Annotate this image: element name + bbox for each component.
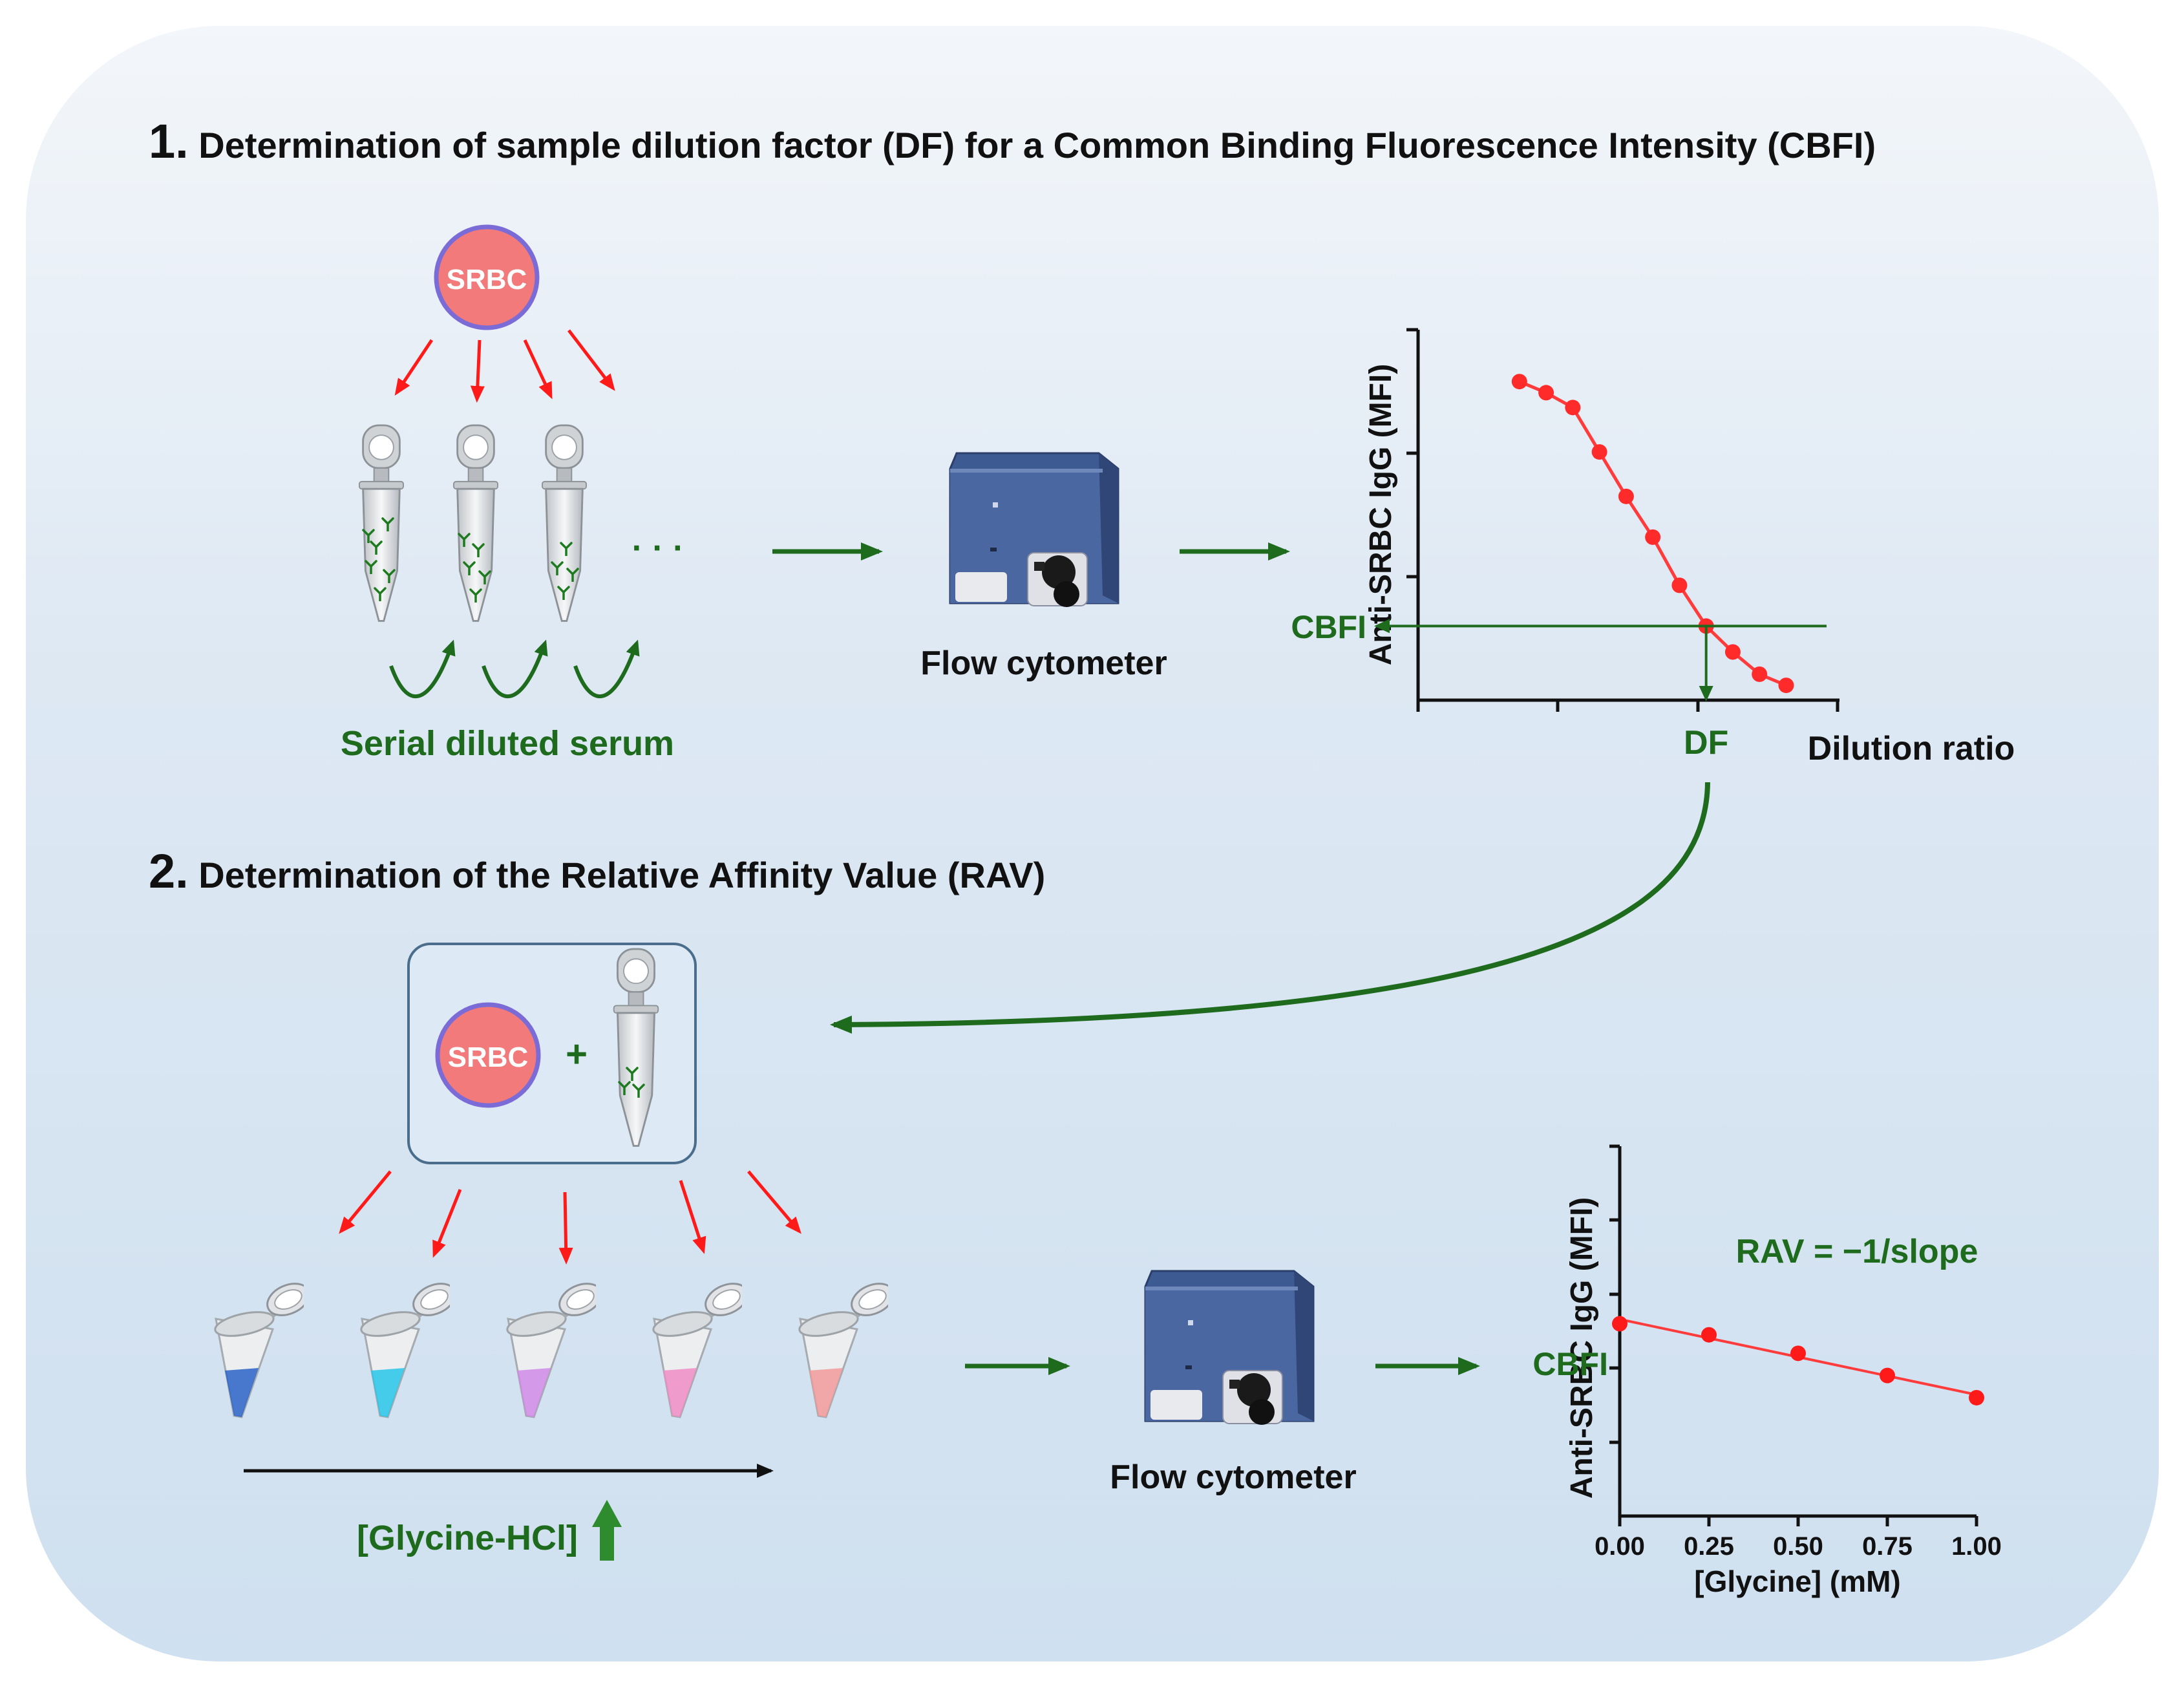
titration-chart: Anti-SRBC IgG (MFI) Dilution ratio CBFI … <box>1291 328 2015 767</box>
srbc-label-1: SRBC <box>447 264 527 295</box>
flow-cytometer-label-1: Flow cytometer <box>920 645 1167 682</box>
srbc-cell-1: SRBC <box>434 224 540 330</box>
section1-number: 1. <box>149 114 189 168</box>
chart2-point-5 <box>1969 1389 1984 1405</box>
chart1-ylabel: Anti-SRBC IgG (MFI) <box>1364 364 1398 666</box>
section2-heading: 2. Determination of the Relative Affinit… <box>149 844 1045 899</box>
red-arrows-bottom <box>339 1170 801 1265</box>
chart1-point-6 <box>1645 529 1661 545</box>
chart1-point-3 <box>1565 400 1581 416</box>
chart2-xtick-label-5: 1.00 <box>1951 1532 2002 1561</box>
ellipsis-text: · · · <box>632 529 684 567</box>
dilution-tubes <box>358 424 588 622</box>
chart2-xtick-label-3: 0.50 <box>1773 1532 1823 1561</box>
chart1-point-2 <box>1538 385 1554 401</box>
red-arrows-top <box>394 329 615 403</box>
chart2-ylabel: Anti-SRBC IgG (MFI) <box>1565 1197 1599 1499</box>
section2-number: 2. <box>149 844 189 898</box>
tube-2-icon <box>452 424 499 622</box>
chart2-xtick-label-4: 0.75 <box>1862 1532 1913 1561</box>
chart2-point-2 <box>1701 1327 1717 1343</box>
rav-formula: RAV = −1/slope <box>1736 1233 1978 1270</box>
mix-contents: SRBC + <box>435 948 659 1147</box>
plus-sign: + <box>566 1033 588 1075</box>
glycine-hcl-label: [Glycine-HCl] <box>357 1519 578 1557</box>
chart2-point-1 <box>1612 1316 1627 1332</box>
df-transfer-arrow <box>830 782 1710 1034</box>
glycine-chart: 0.00 0.25 0.50 0.75 1.00 Anti-SRBC IgG (MFI)… <box>1532 1144 2002 1598</box>
flow-cytometer-label-2: Flow cytometer <box>1110 1458 1356 1496</box>
section2-title: Determination of the Relative Affinity V… <box>198 855 1046 895</box>
chart1-point-9 <box>1724 644 1741 660</box>
chart2-xtick-label-2: 0.25 <box>1684 1532 1734 1561</box>
chart1-point-10 <box>1752 666 1768 682</box>
section1-heading: 1. Determination of sample dilution fact… <box>149 114 1876 169</box>
chart1-cbfi-label: CBFI <box>1291 609 1366 645</box>
chart1-df-label: DF <box>1684 724 1728 762</box>
chart1-xlabel: Dilution ratio <box>1808 730 2015 767</box>
chart2-xlabel: [Glycine] (mM) <box>1694 1565 1900 1598</box>
chart1-point-11 <box>1778 678 1794 694</box>
chart1-point-5 <box>1618 488 1634 504</box>
flow-cytometer-icon-1 <box>949 452 1119 608</box>
serum-tube-icon <box>613 948 659 1147</box>
chart2-cbfi-label: CBFI <box>1532 1346 1608 1382</box>
glycine-tubes <box>213 1277 898 1417</box>
chart1-point-1 <box>1511 374 1527 390</box>
flow-cytometer-icon-2 <box>1144 1270 1315 1426</box>
chart2-xtick-label-1: 0.00 <box>1595 1532 1645 1561</box>
srbc-cell-2 <box>435 1002 541 1108</box>
chart1-point-4 <box>1591 444 1607 460</box>
chart2-point-4 <box>1880 1367 1895 1384</box>
increase-arrow-icon <box>592 1500 622 1561</box>
serial-diluted-label: Serial diluted serum <box>341 724 674 763</box>
chart1-point-7 <box>1671 577 1688 593</box>
srbc-label-2: SRBC <box>448 1042 529 1073</box>
section1-title: Determination of sample dilution factor … <box>198 125 1876 166</box>
dilution-curved-arrows <box>389 639 640 698</box>
chart2-point-3 <box>1790 1345 1806 1362</box>
